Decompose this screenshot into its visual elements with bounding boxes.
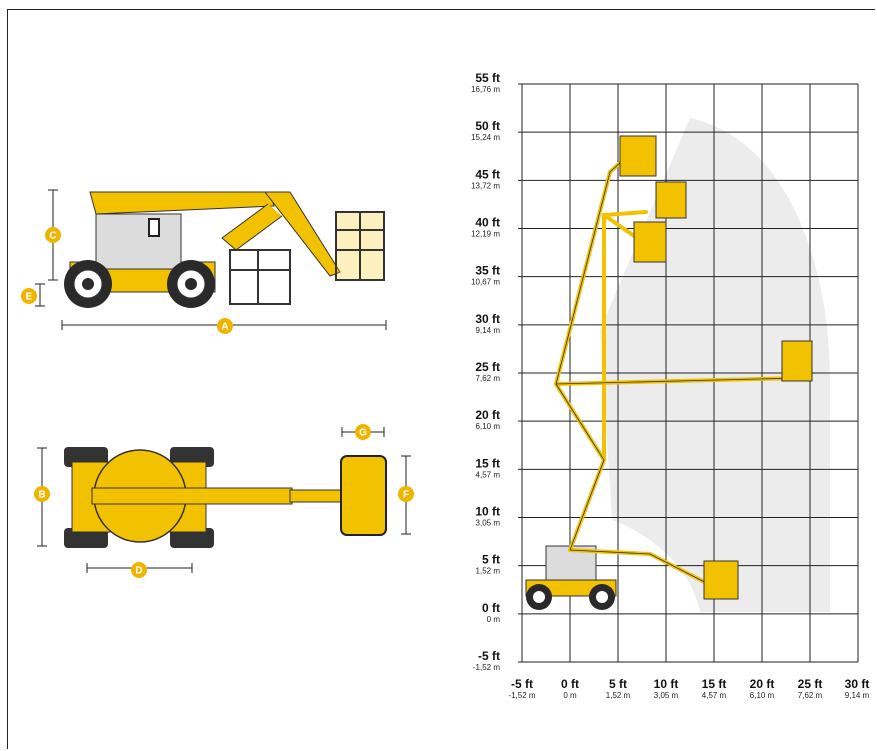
y-tick-ft: 0 ft (482, 601, 500, 615)
svg-text:B: B (38, 490, 45, 501)
x-tick-ft: 25 ft (798, 677, 823, 691)
side-upper-boom (263, 191, 341, 277)
x-tick-ft: 15 ft (702, 677, 727, 691)
side-lower-boom (89, 191, 275, 215)
chart-platforms (619, 135, 813, 600)
y-tick-m: 1,52 m (476, 567, 501, 576)
badge-a: A (217, 318, 233, 334)
y-tick-ft: 50 ft (475, 119, 500, 133)
side-folded-arm (221, 203, 283, 251)
y-tick-ft: 25 ft (475, 360, 500, 374)
x-tick-m: 9,14 m (845, 691, 870, 700)
top-boom (91, 487, 293, 505)
top-jib (289, 489, 343, 503)
y-tick-ft: -5 ft (478, 649, 500, 663)
diagram-frame (7, 9, 875, 749)
side-front-wheel (64, 260, 112, 308)
y-tick-m: 4,57 m (476, 470, 501, 479)
svg-text:C: C (49, 231, 56, 242)
y-tick-ft: 45 ft (475, 167, 500, 181)
top-platform (340, 455, 387, 536)
y-tick-m: 16,76 m (471, 85, 500, 94)
side-turret-window (148, 218, 160, 237)
side-rear-wheel (167, 260, 215, 308)
side-platform-stowed (229, 249, 291, 305)
chart-machine (525, 545, 617, 610)
y-tick-m: -1,52 m (473, 663, 500, 672)
svg-text:F: F (403, 490, 409, 501)
y-tick-ft: 35 ft (475, 264, 500, 278)
y-tick-m: 9,14 m (476, 326, 501, 335)
y-tick-m: 15,24 m (471, 133, 500, 142)
svg-text:D: D (135, 566, 142, 577)
y-tick-m: 13,72 m (471, 181, 500, 190)
x-tick-ft: 5 ft (609, 677, 627, 691)
chart-booms-outline (555, 151, 801, 591)
x-tick-ft: -5 ft (511, 677, 533, 691)
x-tick-m: 7,62 m (798, 691, 823, 700)
badge-f: F (398, 486, 414, 502)
x-tick-m: 3,05 m (654, 691, 679, 700)
y-tick-m: 12,19 m (471, 230, 500, 239)
badge-c: C (45, 227, 61, 243)
y-tick-ft: 40 ft (475, 216, 500, 230)
x-tick-ft: 20 ft (750, 677, 775, 691)
x-tick-m: -1,52 m (508, 691, 535, 700)
side-platform-raised (335, 211, 385, 281)
y-tick-m: 6,10 m (476, 422, 501, 431)
y-tick-ft: 20 ft (475, 408, 500, 422)
side-view (35, 189, 387, 330)
badge-e: E (21, 288, 37, 304)
top-view (37, 427, 411, 573)
y-tick-m: 10,67 m (471, 278, 500, 287)
x-tick-ft: 30 ft (845, 677, 870, 691)
y-tick-m: 3,05 m (476, 519, 501, 528)
svg-text:G: G (359, 428, 367, 439)
y-tick-ft: 10 ft (475, 505, 500, 519)
svg-text:E: E (26, 292, 33, 303)
x-tick-ft: 10 ft (654, 677, 679, 691)
dimension-badges: A C E B D F G (21, 227, 414, 578)
badge-b: B (34, 486, 50, 502)
x-tick-m: 4,57 m (702, 691, 727, 700)
y-tick-ft: 55 ft (475, 71, 500, 85)
y-tick-ft: 15 ft (475, 456, 500, 470)
side-turret (95, 213, 182, 270)
badge-d: D (131, 562, 147, 578)
x-tick-m: 0 m (563, 691, 577, 700)
y-tick-m: 0 m (487, 615, 501, 624)
x-tick-m: 1,52 m (606, 691, 631, 700)
y-tick-m: 7,62 m (476, 374, 501, 383)
x-tick-m: 6,10 m (750, 691, 775, 700)
y-tick-ft: 5 ft (482, 553, 500, 567)
badge-g: G (355, 424, 371, 440)
dimension-line-e (35, 283, 45, 307)
x-tick-ft: 0 ft (561, 677, 579, 691)
svg-text:A: A (221, 322, 228, 333)
y-tick-ft: 30 ft (475, 312, 500, 326)
